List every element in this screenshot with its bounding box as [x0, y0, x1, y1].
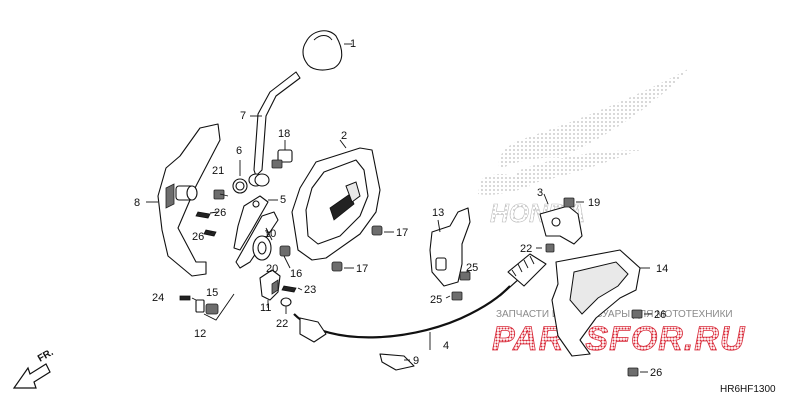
callout-18: 18 [278, 128, 290, 140]
part-5-lever-arm [233, 195, 278, 251]
callout-17a: 17 [396, 227, 408, 239]
callout-20: 20 [266, 263, 278, 275]
watermark-brand: PARTSFOR.RU [492, 320, 746, 358]
part-22-washer-b [545, 243, 555, 253]
part-25-bolt-b [451, 291, 463, 301]
part-20-washer [252, 235, 272, 261]
callout-7: 7 [240, 110, 246, 122]
watermark-caption: ЗАПЧАСТИ И АКСЕССУАРЫ ДЛЯ МОТОТЕХНИКИ [496, 309, 733, 320]
part-7-shift-lever [250, 71, 301, 177]
callout-23: 23 [304, 284, 316, 296]
part-25-bolt-a [459, 271, 471, 281]
part-4-shift-cable [293, 253, 547, 350]
callouts: 1 2 3 4 5 6 7 8 9 10 11 12 13 14 15 16 1… [134, 38, 668, 379]
part-16-nut [279, 245, 291, 257]
part-17-screw-b [331, 261, 354, 272]
callout-24: 24 [152, 292, 164, 304]
callout-11: 11 [260, 302, 271, 314]
callout-17b: 17 [356, 263, 368, 275]
callout-3: 3 [537, 187, 543, 199]
part-13-bracket [429, 207, 471, 287]
callout-26b: 26 [192, 231, 204, 243]
part-21-nut [213, 189, 225, 200]
part-23-clip [281, 285, 297, 293]
callout-13: 13 [432, 207, 444, 219]
callout-21: 21 [212, 165, 224, 177]
front-label: FR. [36, 347, 56, 365]
part-2-shift-guide [291, 139, 381, 261]
callout-25a: 25 [466, 262, 478, 274]
callout-25b: 25 [430, 294, 442, 306]
part-24-clip [179, 295, 191, 301]
front-direction-indicator: FR. [12, 347, 56, 389]
honda-wing-watermark: HONDA [478, 68, 690, 228]
callout-16: 16 [290, 268, 302, 280]
part-26-bolt-d [627, 367, 639, 377]
part-19-bolt [563, 197, 575, 208]
leader-lines [191, 193, 652, 373]
callout-4: 4 [443, 340, 449, 352]
part-6-spring [232, 160, 248, 194]
callout-22a: 22 [276, 318, 288, 330]
callout-12: 12 [194, 328, 206, 340]
part-18-bolt [271, 140, 293, 169]
callout-9: 9 [413, 355, 419, 367]
callout-19: 19 [588, 197, 600, 209]
callout-2: 2 [341, 130, 347, 142]
part-26-bolt-c [631, 309, 643, 319]
part-26-bolt-a [195, 211, 211, 219]
callout-15: 15 [206, 287, 218, 299]
part-15-bolt [195, 299, 219, 315]
part-11-cable-bracket [259, 269, 281, 301]
callout-1: 1 [350, 38, 356, 50]
callout-22b: 22 [520, 243, 532, 255]
diagram-code: HR6HF1300 [720, 384, 776, 395]
partsfor-watermark: ЗАПЧАСТИ И АКСЕССУАРЫ ДЛЯ МОТОТЕХНИКИ PA… [492, 309, 746, 358]
callout-10: 10 [264, 228, 276, 240]
collar [248, 173, 270, 187]
callout-8: 8 [134, 197, 140, 209]
callout-26a: 26 [214, 207, 226, 219]
callout-5: 5 [280, 194, 286, 206]
callout-26d: 26 [650, 367, 662, 379]
part-17-screw-a [371, 225, 394, 236]
part-9-clip [379, 353, 415, 371]
part-8-bracket [146, 123, 221, 277]
callout-14: 14 [656, 263, 668, 275]
part-14-cover [551, 249, 650, 357]
callout-26c: 26 [654, 309, 666, 321]
part-22-washer-a [280, 297, 292, 307]
callout-6: 6 [236, 145, 242, 157]
part-1-shift-knob [302, 30, 352, 71]
